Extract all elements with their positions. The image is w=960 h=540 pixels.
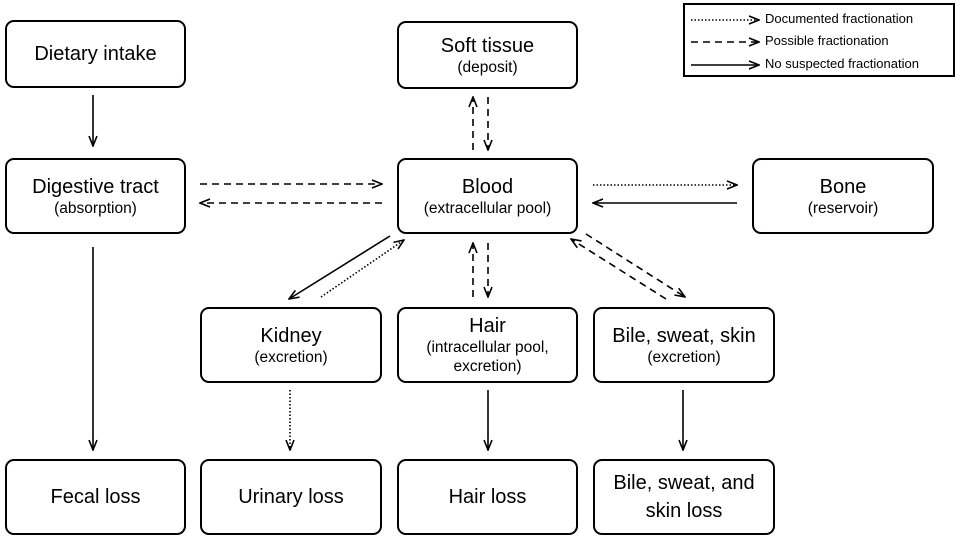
node-kidney: Kidney (excretion) xyxy=(200,307,382,383)
dotted-arrow-icon xyxy=(691,14,763,26)
arrow-kidney-to-blood xyxy=(320,240,404,298)
fecal-loss-label: Fecal loss xyxy=(50,486,141,508)
urinary-loss-label: Urinary loss xyxy=(238,486,344,508)
node-hair: Hair (intracellular pool, excretion) xyxy=(397,307,578,383)
bone-label: Bone xyxy=(819,175,867,198)
bone-sublabel: (reservoir) xyxy=(807,199,879,217)
kidney-label: Kidney xyxy=(260,324,322,347)
bile-sweat-skin-label: Bile, sweat, skin xyxy=(612,324,756,347)
bile-sweat-skin-sublabel: (excretion) xyxy=(647,348,721,366)
legend-none-label: No suspected fractionation xyxy=(765,56,919,71)
hair-loss-label: Hair loss xyxy=(448,486,527,508)
solid-arrow-icon xyxy=(691,59,763,71)
bile-sweat-skin-loss-line-1: Bile, sweat, and xyxy=(613,472,755,494)
legend-row-possible: Possible fractionation xyxy=(685,32,953,52)
node-fecal-loss: Fecal loss xyxy=(5,459,186,535)
dashed-arrow-icon xyxy=(691,36,763,48)
node-bone: Bone (reservoir) xyxy=(752,158,934,234)
node-dietary-intake: Dietary intake xyxy=(5,20,186,88)
hair-sublabel-line-2: excretion) xyxy=(453,358,522,375)
legend-row-documented: Documented fractionation xyxy=(685,10,953,30)
blood-label: Blood xyxy=(461,175,514,198)
legend-documented-label: Documented fractionation xyxy=(765,11,914,26)
bile-sweat-skin-loss-line-2: skin loss xyxy=(645,500,723,522)
legend-possible-label: Possible fractionation xyxy=(765,33,889,48)
node-digestive-tract: Digestive tract (absorption) xyxy=(5,158,186,234)
digestive-tract-sublabel: (absorption) xyxy=(54,199,137,217)
kidney-sublabel: (excretion) xyxy=(254,348,328,366)
soft-tissue-sublabel: (deposit) xyxy=(457,58,518,76)
legend-row-none: No suspected fractionation xyxy=(685,55,953,75)
digestive-tract-label: Digestive tract xyxy=(32,175,159,198)
node-hair-loss: Hair loss xyxy=(397,459,578,535)
blood-sublabel: (extracellular pool) xyxy=(423,199,552,217)
arrow-bile-sweat-skin-to-blood xyxy=(571,239,667,300)
hair-sublabel-line-1: (intracellular pool, xyxy=(426,339,549,356)
node-bile-sweat-skin-loss: Bile, sweat, and skin loss xyxy=(593,459,775,535)
node-blood: Blood (extracellular pool) xyxy=(397,158,578,234)
soft-tissue-label: Soft tissue xyxy=(440,34,535,57)
node-soft-tissue: Soft tissue (deposit) xyxy=(397,21,578,89)
hair-label: Hair xyxy=(469,315,506,337)
dietary-intake-label: Dietary intake xyxy=(34,43,157,65)
node-bile-sweat-skin: Bile, sweat, skin (excretion) xyxy=(593,307,775,383)
node-urinary-loss: Urinary loss xyxy=(200,459,382,535)
arrow-blood-to-kidney xyxy=(289,235,391,299)
legend: Documented fractionation Possible fracti… xyxy=(683,3,955,77)
arrow-blood-to-bile-sweat-skin xyxy=(585,233,685,297)
